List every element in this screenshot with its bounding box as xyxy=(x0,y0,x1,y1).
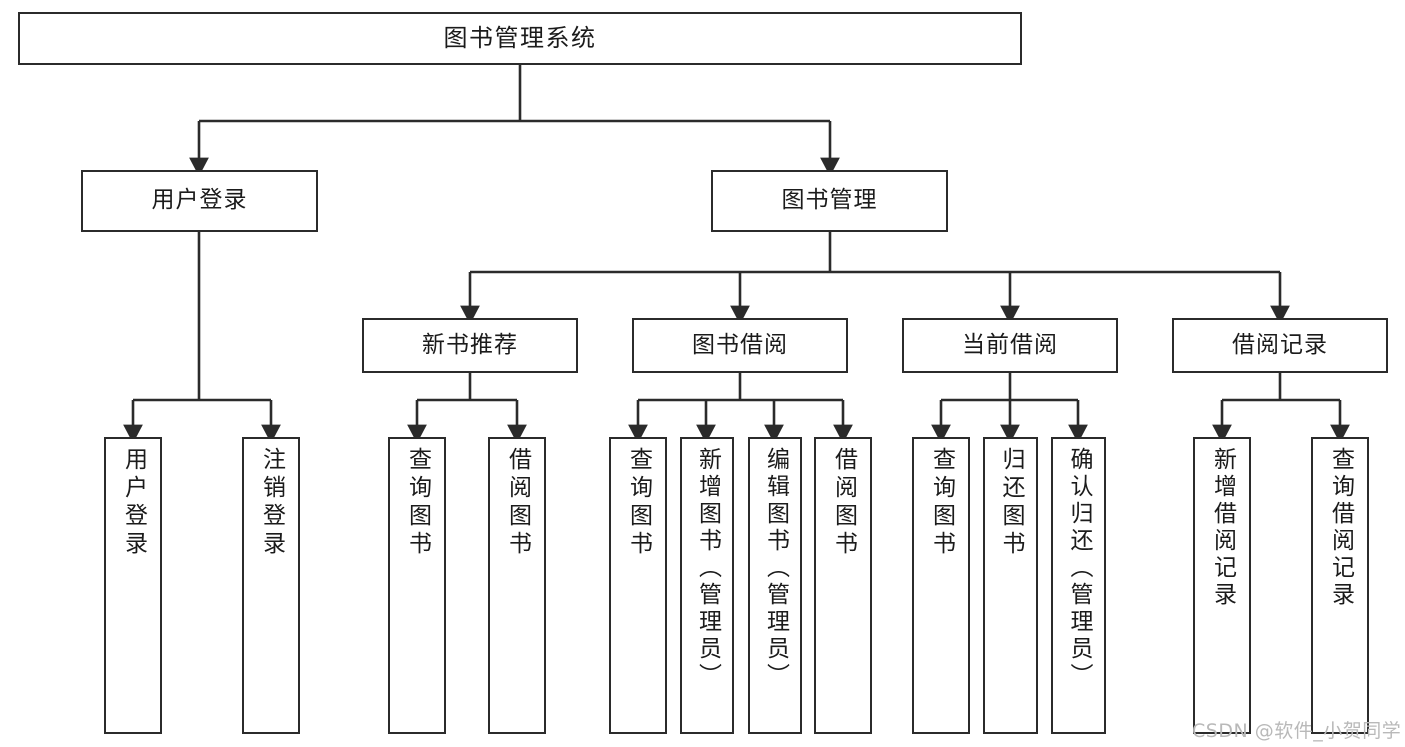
leaf-book-borrow-query[interactable]: 查询图书 xyxy=(609,437,667,734)
node-label: 新书推荐 xyxy=(422,331,518,358)
node-label: 确认归还（管理员） xyxy=(1066,447,1092,690)
node-current-borrow[interactable]: 当前借阅 xyxy=(902,318,1118,373)
node-label: 归还图书 xyxy=(998,447,1024,559)
node-label: 编辑图书（管理员） xyxy=(762,447,789,690)
node-label: 借阅记录 xyxy=(1232,331,1328,358)
node-root-book-management-system[interactable]: 图书管理系统 xyxy=(18,12,1022,65)
leaf-new-book-query[interactable]: 查询图书 xyxy=(388,437,446,734)
node-label: 图书管理系统 xyxy=(443,24,597,53)
leaf-user-login-signin[interactable]: 用户登录 xyxy=(104,437,162,734)
node-label: 新增借阅记录 xyxy=(1209,447,1236,609)
node-label: 查询图书 xyxy=(404,447,431,559)
node-label: 注销登录 xyxy=(258,447,285,559)
node-user-login[interactable]: 用户登录 xyxy=(81,170,318,232)
node-borrow-record[interactable]: 借阅记录 xyxy=(1172,318,1388,373)
node-book-borrow[interactable]: 图书借阅 xyxy=(632,318,848,373)
node-label: 新增图书（管理员） xyxy=(694,447,721,690)
node-label: 当前借阅 xyxy=(962,331,1058,358)
csdn-watermark: CSDN @软件_小贺同学 xyxy=(1192,720,1402,742)
node-label: 图书借阅 xyxy=(692,331,788,358)
leaf-book-borrow-add[interactable]: 新增图书（管理员） xyxy=(680,437,734,734)
node-new-book-recommend[interactable]: 新书推荐 xyxy=(362,318,578,373)
leaf-current-borrow-return[interactable]: 归还图书 xyxy=(983,437,1038,734)
node-label: 用户登录 xyxy=(151,187,248,214)
leaf-book-borrow-lend[interactable]: 借阅图书 xyxy=(814,437,872,734)
leaf-new-book-borrow[interactable]: 借阅图书 xyxy=(488,437,546,734)
leaf-borrow-record-query[interactable]: 查询借阅记录 xyxy=(1311,437,1369,734)
node-label: 图书管理 xyxy=(781,187,878,214)
leaf-borrow-record-add[interactable]: 新增借阅记录 xyxy=(1193,437,1251,734)
node-label: 查询借阅记录 xyxy=(1327,447,1354,609)
node-label: 查询图书 xyxy=(625,447,652,559)
node-label: 查询图书 xyxy=(928,447,955,559)
node-book-management[interactable]: 图书管理 xyxy=(711,170,948,232)
leaf-user-login-signout[interactable]: 注销登录 xyxy=(242,437,300,734)
leaf-book-borrow-edit[interactable]: 编辑图书（管理员） xyxy=(748,437,802,734)
node-label: 借阅图书 xyxy=(830,447,857,559)
node-label: 用户登录 xyxy=(120,447,147,559)
node-label: 借阅图书 xyxy=(504,447,531,559)
leaf-current-borrow-query[interactable]: 查询图书 xyxy=(912,437,970,734)
leaf-current-borrow-confirm-return[interactable]: 确认归还（管理员） xyxy=(1051,437,1106,734)
